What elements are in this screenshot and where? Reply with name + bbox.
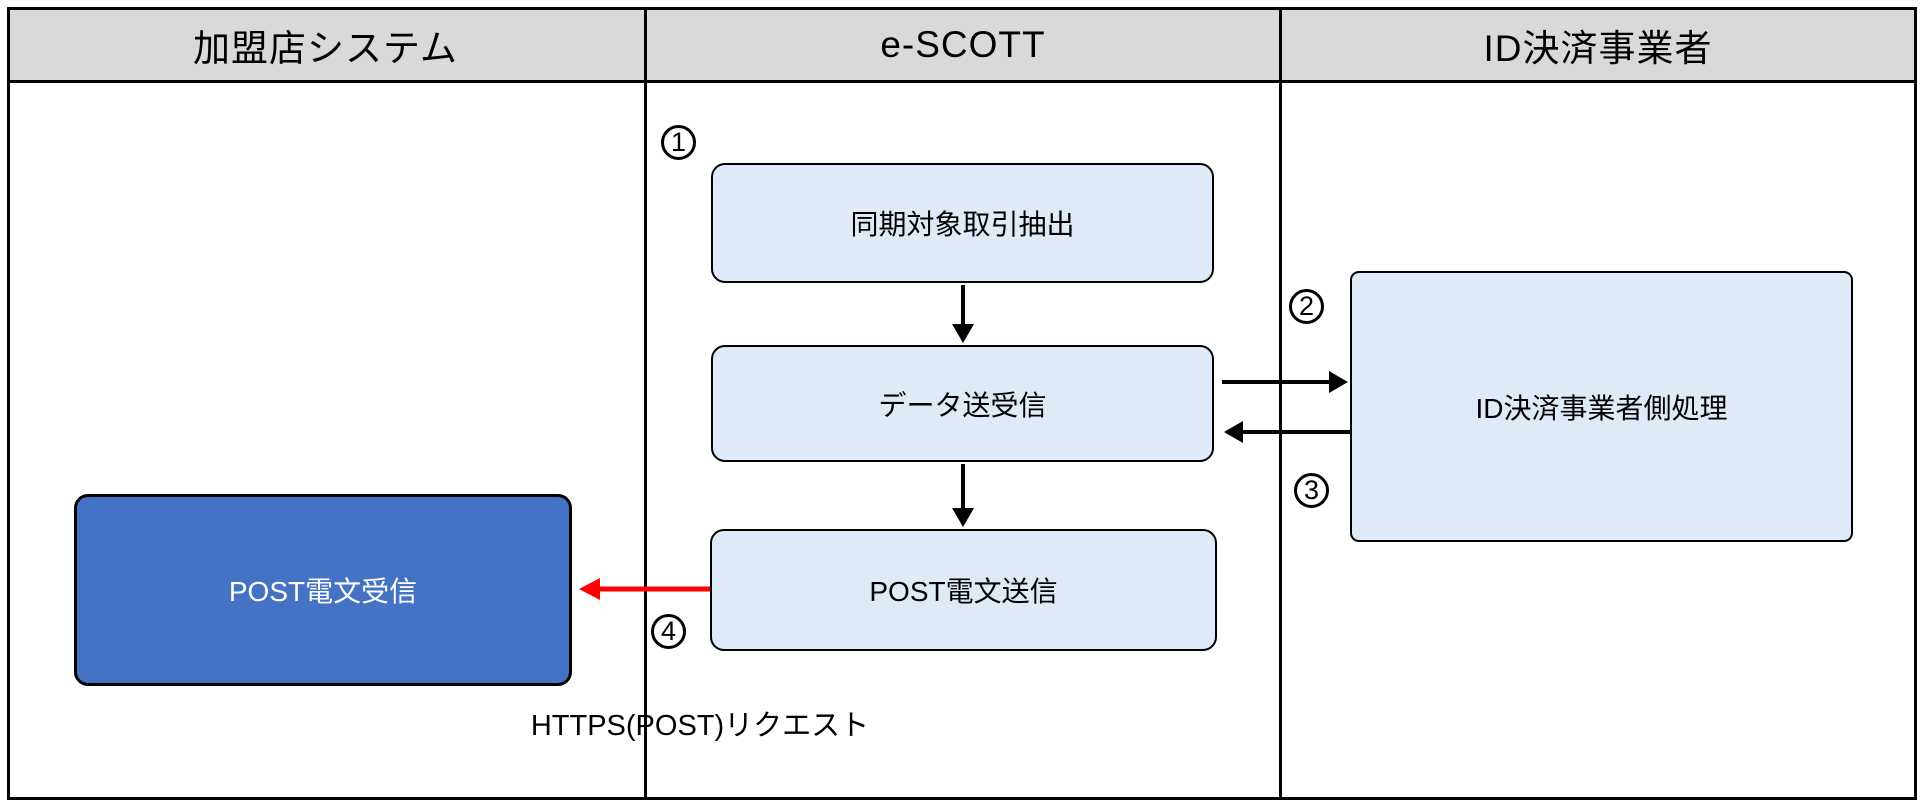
step-number: 3 (1303, 475, 1320, 505)
lane-header-merchant-system: 加盟店システム (193, 28, 458, 69)
node-post-message-receive: POST電文受信 (74, 494, 572, 686)
node-post-message-send: POST電文送信 (710, 529, 1217, 651)
step-number: 2 (1298, 291, 1315, 321)
header-band (10, 10, 1914, 80)
lane-header-id-payment-provider: ID決済事業者 (1483, 28, 1713, 69)
step-badge-4: 4 (651, 614, 686, 649)
step-badge-3: 3 (1294, 473, 1329, 508)
https-post-request-label: HTTPS(POST)リクエスト (530, 710, 870, 742)
diagram-outer-border (7, 7, 1917, 800)
step-number: 4 (660, 616, 677, 646)
lane-divider-merchant-escott (644, 7, 647, 800)
lane-header-escott: e-SCOTT (880, 24, 1046, 65)
node-id-provider-side-process: ID決済事業者側処理 (1350, 271, 1853, 542)
step-number: 1 (670, 127, 687, 157)
lane-divider-escott-idprovider (1279, 7, 1282, 800)
step-badge-1: 1 (661, 125, 696, 160)
step-badge-2: 2 (1289, 289, 1324, 324)
header-separator-line (7, 80, 1917, 83)
node-sync-target-extract: 同期対象取引抽出 (711, 163, 1214, 283)
node-data-send-receive: データ送受信 (711, 345, 1214, 462)
